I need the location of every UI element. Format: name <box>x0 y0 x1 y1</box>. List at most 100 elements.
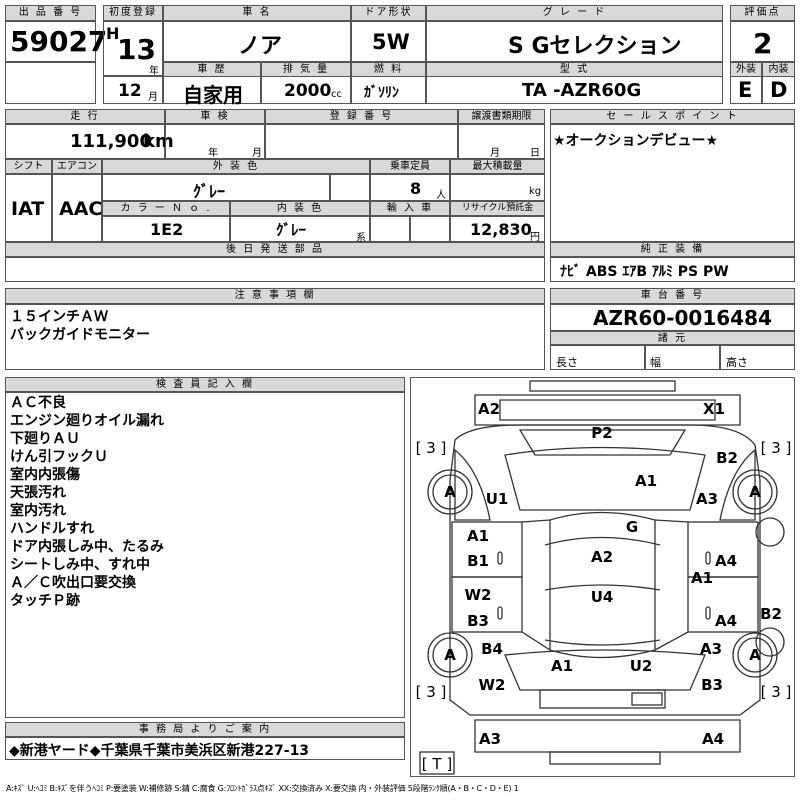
right-front-wheel-outer <box>732 469 778 515</box>
damage-back-door-right: U2 <box>629 657 653 675</box>
recycle-value: 12,830 <box>470 220 532 239</box>
first-reg-header: 初度登録 <box>103 5 163 21</box>
right-rear-tire-grade: A <box>749 646 761 664</box>
right-rear-wheel-outer <box>732 632 778 678</box>
left-front-handle <box>497 551 503 565</box>
roof-line-1 <box>544 536 661 546</box>
era-letter: H <box>106 24 120 43</box>
grade-header: グ レ ー ド <box>426 5 723 21</box>
damage-right-rear-lower: B3 <box>701 676 723 694</box>
right-front-tire-grade: A <box>749 483 761 501</box>
car-name-cell <box>163 21 351 62</box>
damage-left-front-door-1: A1 <box>466 527 490 545</box>
left-fender-outline <box>454 448 491 521</box>
spare-tire-score: [ T ] <box>421 755 453 773</box>
exterior-grade-cell <box>730 76 762 104</box>
damage-left-rear-fender: B4 <box>481 640 503 658</box>
left-rear-handle <box>497 606 503 620</box>
damage-left-rear-door-2: B3 <box>467 612 489 630</box>
insp-month-unit: 月 <box>252 148 262 159</box>
max-load-header: 最大積載量 <box>450 159 545 174</box>
car-name: ノア <box>238 34 283 59</box>
specs-header: 諸 元 <box>550 331 795 345</box>
damage-rear-roof: U4 <box>590 588 614 606</box>
mileage-value: 111,900 <box>70 131 152 152</box>
sales-point-text: ★オークションデビュー★ <box>553 133 719 149</box>
model-value: TA -AZR60G <box>522 80 642 101</box>
right-front-wheel-inner <box>737 474 773 510</box>
color-no-cell <box>102 216 230 242</box>
inspector-notes: ＡＣ不良 エンジン廻りオイル漏れ 下廻りＡＵ けん引フックＵ 室内内張傷 天張汚… <box>10 394 164 610</box>
history-cell <box>163 76 261 104</box>
aircon-value: AAC <box>59 198 103 220</box>
capacity-unit: 人 <box>436 190 446 201</box>
inspector-line: 室内汚れ <box>10 503 66 519</box>
month-unit: 月 <box>148 92 158 103</box>
damage-right-rear-fender: A3 <box>699 640 723 658</box>
genuine-equip-value: ﾅﾋﾞ ABS ｴｱB ｱﾙﾐ PS PW <box>560 264 729 280</box>
sales-point-cell <box>550 124 795 242</box>
front-grille-outline <box>499 399 716 421</box>
inspector-line: Ａ／Ｃ吹出口要交換 <box>10 575 136 591</box>
office-cell <box>5 737 405 760</box>
car-diagram-frame <box>410 377 795 777</box>
deadline-cell <box>458 124 545 159</box>
damage-roof-glass: G <box>625 518 639 536</box>
back-door-outline <box>504 649 706 691</box>
damage-roof: A2 <box>590 548 614 566</box>
notes-header: 注 意 事 項 欄 <box>5 288 545 304</box>
left-front-tire-grade: A <box>444 483 456 501</box>
recycle-cell <box>450 216 545 242</box>
score-value: 2 <box>753 27 773 60</box>
exterior-grade: E <box>738 78 753 102</box>
right-rear-handle <box>705 606 711 620</box>
import-header: 輸 入 車 <box>370 201 450 216</box>
interior-grade: D <box>770 78 788 102</box>
max-load-cell <box>450 174 545 201</box>
ext-color-cell <box>102 174 330 201</box>
inspector-line: シートしみ中、すれ中 <box>10 557 150 573</box>
int-color-header: 内 装 色 <box>230 201 370 216</box>
chassis-cell <box>550 304 795 331</box>
damage-right-rear-door: A4 <box>714 612 738 630</box>
shift-header: シフト <box>5 159 52 174</box>
rear-glass-outline <box>539 689 666 709</box>
hood-outline <box>504 446 706 511</box>
office-header: 事 務 局 よ り ご 案 内 <box>5 722 405 737</box>
front-panel-outline <box>474 394 741 426</box>
shift-value: IAT <box>11 198 45 220</box>
office-text: ◆新港ヤード◆千葉県千葉市美浜区新港227-13 <box>9 743 310 759</box>
ext-color-header: 外 装 色 <box>102 159 370 174</box>
rear-bumper-outline <box>549 751 661 765</box>
inspector-line: 天張汚れ <box>10 485 66 501</box>
left-rear-wheel-inner <box>432 637 468 673</box>
pillar-lines <box>521 519 689 651</box>
grade-cell <box>426 21 723 62</box>
width-cell <box>645 345 720 370</box>
right-fender-outline <box>719 448 756 521</box>
notes-line-1: １５インチＡＷ <box>10 309 108 325</box>
left-rear-wheel-outer <box>427 632 473 678</box>
chassis-header: 車 台 番 号 <box>550 288 795 304</box>
sales-point-header: セ ー ル ス ポ イ ン ト <box>550 109 795 124</box>
left-rear-door-outline <box>451 576 523 633</box>
lot-no-cell <box>5 21 96 62</box>
right-mirror-outline <box>755 517 785 547</box>
spare-box-outline <box>419 751 455 775</box>
roof-line-3 <box>544 639 661 646</box>
deadline-month-unit: 月 <box>490 148 500 159</box>
plate-outline <box>631 692 663 706</box>
length-label: 長さ <box>556 356 578 369</box>
left-front-wheel-inner <box>432 474 468 510</box>
lot-no-header: 出 品 番 号 <box>5 5 96 21</box>
damage-right-front-door: A4 <box>714 552 738 570</box>
insp-year-unit: 年 <box>208 148 218 159</box>
deadline-header: 譲渡書類期限 <box>458 109 545 124</box>
import-cell-1 <box>370 216 410 242</box>
inspector-line: ハンドルすれ <box>10 521 94 537</box>
inspection-header: 車 検 <box>165 109 265 124</box>
displacement-cell <box>261 76 351 104</box>
damage-right-edge: B2 <box>760 605 782 623</box>
genuine-equip-header: 純 正 装 備 <box>550 242 795 257</box>
color-no-value: 1E2 <box>150 220 184 239</box>
